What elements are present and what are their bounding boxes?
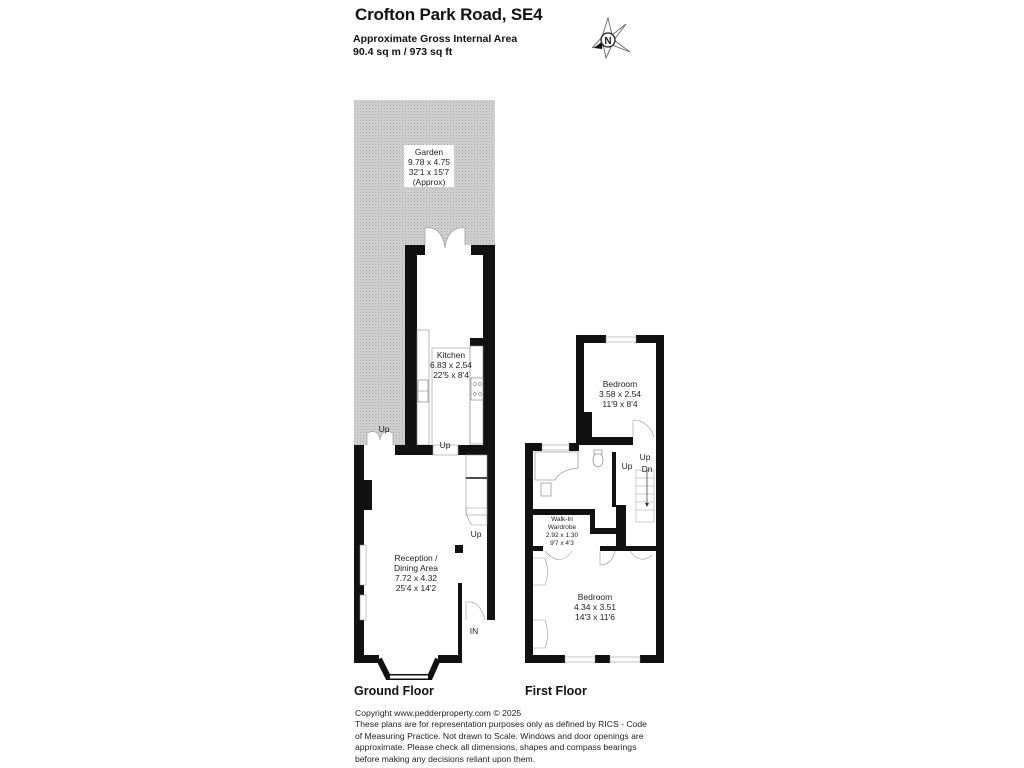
svg-text:Bedroom: Bedroom: [603, 379, 638, 389]
disclaimer-line: These plans are for representation purpo…: [355, 719, 647, 730]
svg-text:Kitchen: Kitchen: [437, 350, 466, 360]
svg-text:14'3 x 11'6: 14'3 x 11'6: [575, 612, 615, 622]
stair-up-marker: Up: [379, 424, 390, 434]
kitchen-label: Kitchen 6.83 x 2.54 22'5 x 8'4: [430, 350, 472, 380]
ground-floor-plan: [354, 100, 495, 680]
ground-floor-label: Ground Floor: [354, 684, 434, 698]
disclaimer: Copyright www.pedderproperty.com © 2025 …: [355, 708, 655, 765]
disclaimer-line: of Measuring Practice. Not drawn to Scal…: [355, 730, 644, 741]
svg-text:3.58 x 2.54: 3.58 x 2.54: [599, 389, 641, 399]
svg-text:32'1 x 15'7: 32'1 x 15'7: [409, 167, 450, 177]
svg-text:11'9 x 8'4: 11'9 x 8'4: [602, 399, 637, 409]
stair-up-marker: Up: [640, 452, 651, 462]
svg-text:25'4 x 14'2: 25'4 x 14'2: [396, 583, 437, 593]
rear-bedroom-label: Bedroom 3.58 x 2.54 11'9 x 8'4: [599, 379, 641, 409]
stair-up-marker: Up: [622, 461, 633, 471]
first-floor-plan: [525, 335, 664, 663]
area-label: Approximate Gross Internal Area: [353, 33, 518, 45]
svg-text:22'5 x 8'4: 22'5 x 8'4: [433, 370, 469, 380]
svg-text:9.78 x 4.75: 9.78 x 4.75: [408, 157, 450, 167]
svg-text:(Approx): (Approx): [413, 177, 446, 187]
area-value: 90.4 sq m / 973 sq ft: [353, 46, 453, 58]
svg-text:Garden: Garden: [415, 147, 444, 157]
svg-text:Walk-In: Walk-In: [551, 516, 573, 523]
svg-text:7.72 x 4.32: 7.72 x 4.32: [395, 573, 437, 583]
svg-text:4.34 x 3.51: 4.34 x 3.51: [574, 602, 616, 612]
stair-up-marker: Up: [471, 529, 482, 539]
svg-text:Dining Area: Dining Area: [394, 563, 438, 573]
svg-text:Reception /: Reception /: [395, 553, 439, 563]
svg-text:Wardrobe: Wardrobe: [548, 524, 577, 531]
copyright-text: Copyright www.pedderproperty.com © 2025: [355, 708, 522, 718]
stair-up-marker: Up: [440, 440, 451, 450]
svg-text:9'7 x 4'3: 9'7 x 4'3: [550, 540, 574, 547]
disclaimer-line: before making any decisions reliant upon…: [355, 753, 536, 764]
area-summary: Approximate Gross Internal Area 90.4 sq …: [353, 33, 517, 59]
disclaimer-line: approximate. Please check all dimensions…: [355, 742, 637, 753]
svg-text:2.92 x 1.30: 2.92 x 1.30: [546, 532, 579, 539]
svg-text:Bedroom: Bedroom: [578, 592, 613, 602]
svg-text:N: N: [604, 36, 611, 47]
stair-down-marker: Dn: [642, 464, 653, 474]
entrance-marker: IN: [470, 626, 479, 636]
property-title: Crofton Park Road, SE4: [355, 5, 543, 24]
garden-label: Garden 9.78 x 4.75 32'1 x 15'7 (Approx): [404, 145, 454, 187]
walk-in-wardrobe-label: Walk-In Wardrobe 2.92 x 1.30 9'7 x 4'3: [546, 516, 579, 547]
front-bedroom-label: Bedroom 4.34 x 3.51 14'3 x 11'6: [574, 592, 616, 622]
first-floor-label: First Floor: [525, 684, 587, 698]
compass-north-icon: N: [591, 16, 631, 60]
reception-label: Reception / Dining Area 7.72 x 4.32 25'4…: [394, 553, 438, 593]
svg-text:6.83 x 2.54: 6.83 x 2.54: [430, 360, 472, 370]
